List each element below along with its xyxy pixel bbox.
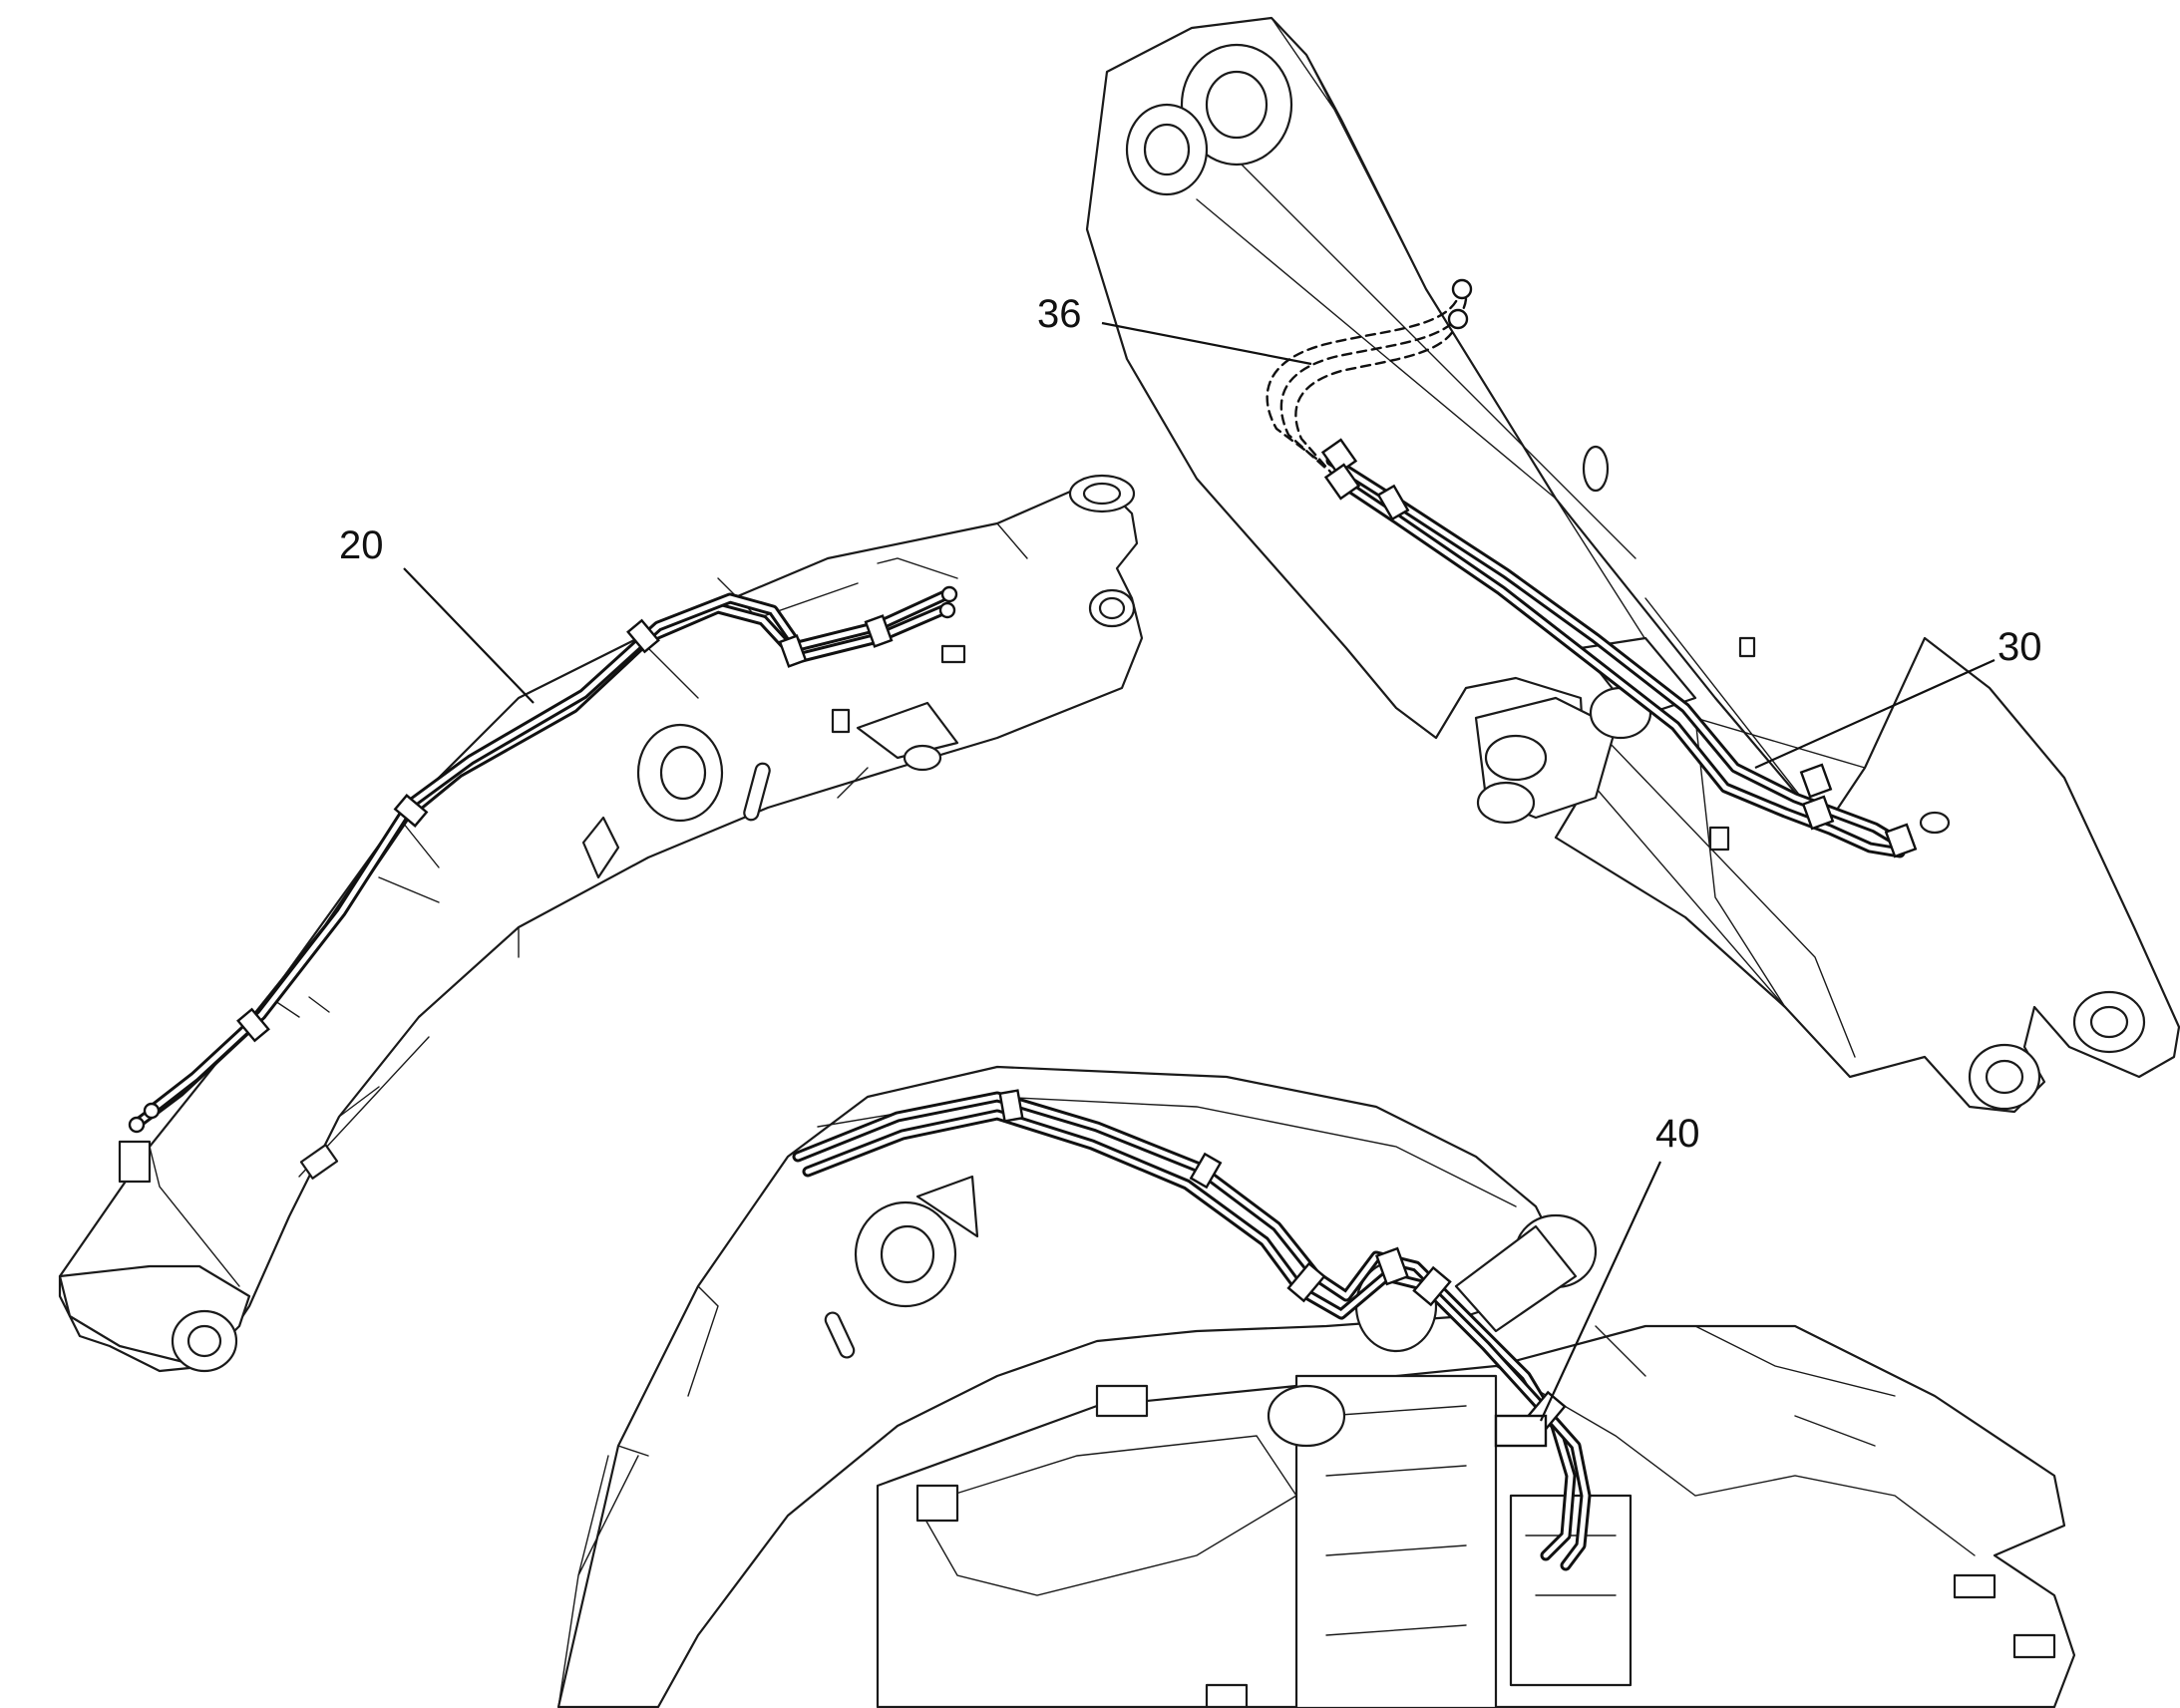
callouts: 20 36 30 40 — [339, 292, 2042, 1422]
hose-30-clamp — [1323, 463, 1361, 501]
hose-20 — [128, 585, 958, 1134]
callout-36: 36 — [1037, 292, 1082, 336]
callout-30: 30 — [1998, 625, 2042, 669]
hose-30-clamp — [1884, 823, 1918, 858]
hose-20-clamp — [393, 794, 429, 828]
callout-40: 40 — [1655, 1112, 1700, 1156]
leader-36 — [1101, 321, 1312, 366]
arm-body — [1085, 16, 2180, 1114]
hose-30-clamp — [1799, 763, 1833, 799]
boom-lug — [581, 816, 620, 879]
hose-20-clamp — [236, 1007, 270, 1043]
leader-30 — [1754, 658, 1996, 770]
callout-20: 20 — [339, 523, 384, 567]
hose-20-clamp — [778, 634, 808, 668]
leader-40 — [1540, 1161, 1661, 1422]
hose-40 — [792, 1089, 1592, 1571]
hose-40-clamp — [1494, 1414, 1548, 1448]
hose-20-clamp — [864, 614, 894, 648]
base-machine — [556, 1065, 2076, 1708]
hose-40-clamp — [1286, 1261, 1326, 1303]
hose-30-clamp — [1376, 484, 1410, 521]
hose-40-clamp — [1374, 1246, 1410, 1286]
leader-20 — [403, 567, 535, 704]
arm-assembly — [1085, 16, 2180, 1114]
hose-40-clamp — [1189, 1152, 1223, 1190]
hose-36 — [1266, 278, 1473, 481]
hose-20-clamp — [626, 618, 660, 654]
hose-40-clamp — [1412, 1265, 1452, 1307]
hose-40-clamp — [998, 1089, 1024, 1123]
hose-30 — [1320, 438, 1918, 858]
hose-30-clamp — [1801, 795, 1835, 831]
